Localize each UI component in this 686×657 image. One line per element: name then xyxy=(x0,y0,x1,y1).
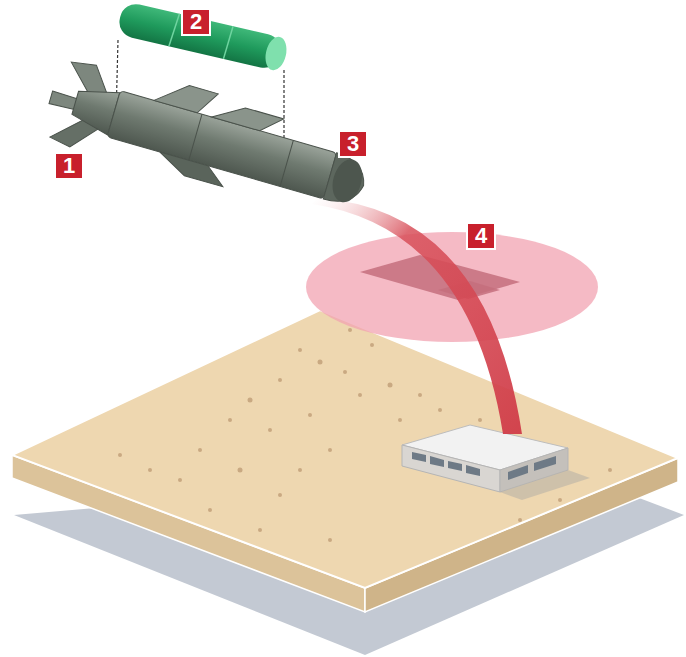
callout-number: 2 xyxy=(181,8,211,36)
bomb xyxy=(39,50,377,228)
callout-number: 3 xyxy=(338,130,368,158)
trajectory-arc xyxy=(312,198,522,434)
guidance-kit xyxy=(116,1,289,72)
callout-number: 1 xyxy=(54,152,84,180)
building xyxy=(402,425,590,500)
callout-number: 4 xyxy=(466,222,496,250)
ground-top xyxy=(12,310,678,588)
ground-speckles xyxy=(118,328,612,542)
